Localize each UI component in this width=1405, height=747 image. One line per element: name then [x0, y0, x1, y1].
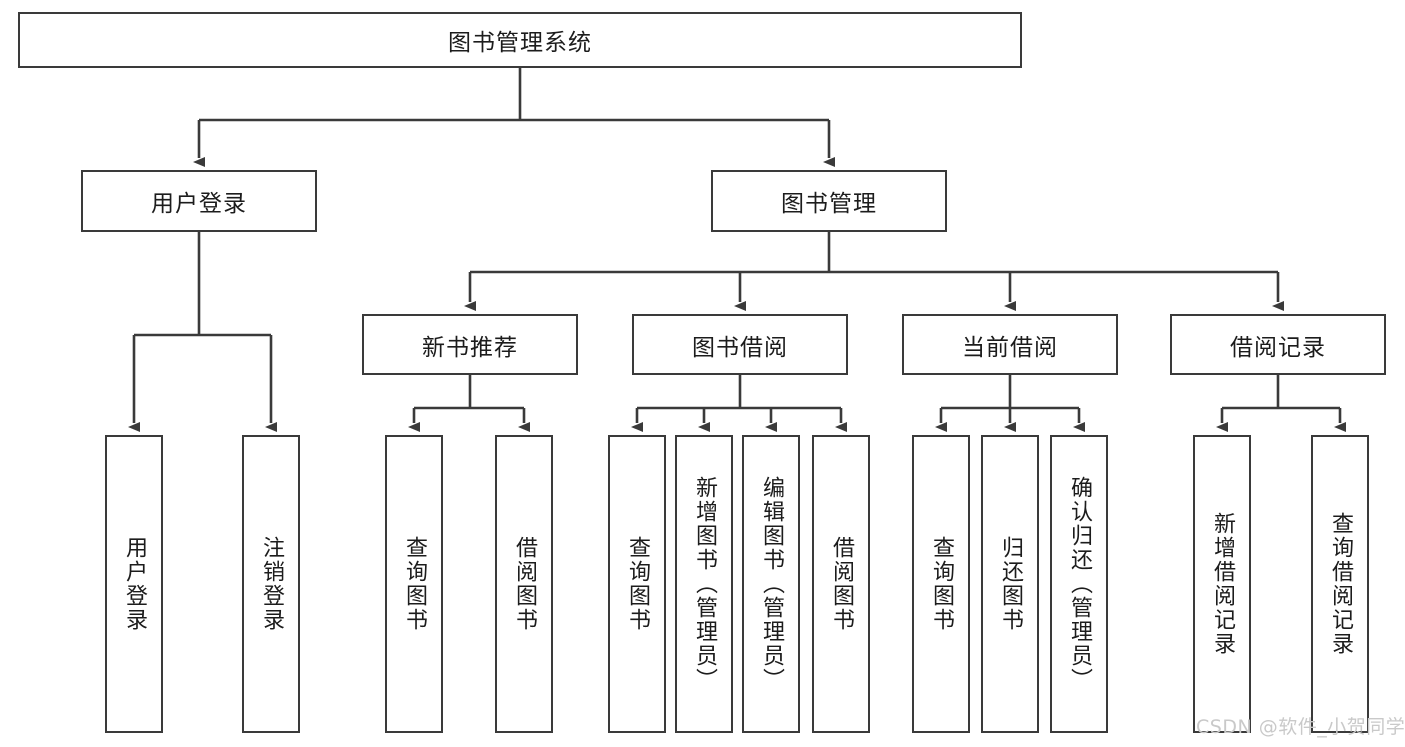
leaf-current-return-book[interactable]: 归还图书 [981, 435, 1039, 733]
csdn-watermark: CSDN @软件_小贺同学 [1196, 716, 1405, 738]
node-user-login[interactable]: 用户登录 [81, 170, 317, 232]
leaf-borrow-borrow-book[interactable]: 借阅图书 [812, 435, 870, 733]
leaf-borrow-query-book[interactable]: 查询图书 [608, 435, 666, 733]
node-book-borrow[interactable]: 图书借阅 [632, 314, 848, 375]
node-new-book-recommend[interactable]: 新书推荐 [362, 314, 578, 375]
leaf-user-login-logout[interactable]: 注销登录 [242, 435, 300, 733]
leaf-record-add-record[interactable]: 新增借阅记录 [1193, 435, 1251, 733]
leaf-record-query-record[interactable]: 查询借阅记录 [1311, 435, 1369, 733]
node-current-borrow[interactable]: 当前借阅 [902, 314, 1118, 375]
leaf-recommend-query-book[interactable]: 查询图书 [385, 435, 443, 733]
node-borrow-record[interactable]: 借阅记录 [1170, 314, 1386, 375]
leaf-borrow-add-book-admin[interactable]: 新增图书（管理员） [675, 435, 733, 733]
leaf-user-login-login[interactable]: 用户登录 [105, 435, 163, 733]
leaf-recommend-borrow-book[interactable]: 借阅图书 [495, 435, 553, 733]
leaf-borrow-edit-book-admin[interactable]: 编辑图书（管理员） [742, 435, 800, 733]
leaf-current-confirm-return-admin[interactable]: 确认归还（管理员） [1050, 435, 1108, 733]
node-book-management[interactable]: 图书管理 [711, 170, 947, 232]
leaf-current-query-book[interactable]: 查询图书 [912, 435, 970, 733]
node-book-management-system[interactable]: 图书管理系统 [18, 12, 1022, 68]
